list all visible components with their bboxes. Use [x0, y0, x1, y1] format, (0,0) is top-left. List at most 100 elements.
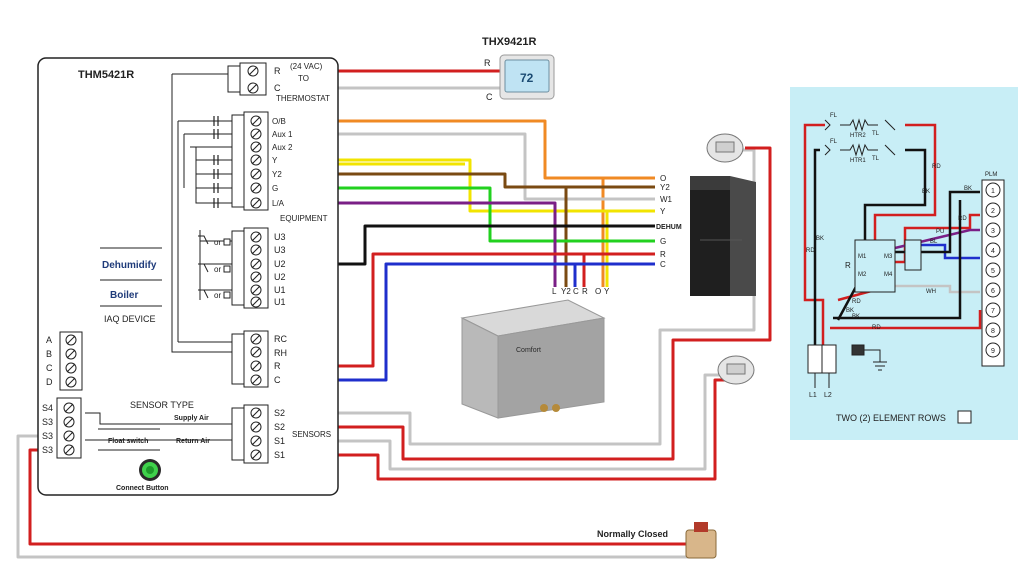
- handler-terminal-w1: W1: [660, 195, 673, 204]
- screw-terminal[interactable]: [63, 416, 75, 428]
- plm-pin[interactable]: 3: [985, 222, 1001, 238]
- terminal-label-g: G: [272, 184, 278, 193]
- dehumidifier-terminal-c: C: [573, 287, 579, 296]
- screw-terminal[interactable]: [250, 128, 262, 140]
- plm-pin[interactable]: 1: [985, 182, 1001, 198]
- sensor-right-terminal-block: S2 S2 S1 S1 SENSORS: [231, 404, 331, 464]
- screw-terminal[interactable]: [250, 421, 262, 433]
- screw-terminal[interactable]: [250, 271, 262, 283]
- wire-tag: WH: [926, 289, 936, 295]
- terminal-label-u1b: U1: [274, 297, 286, 307]
- screw-terminal[interactable]: [247, 65, 259, 77]
- wire-tag: BK: [852, 314, 860, 320]
- plm-pin[interactable]: 9: [985, 342, 1001, 358]
- screw-terminal[interactable]: [63, 444, 75, 456]
- screw-terminal[interactable]: [63, 430, 75, 442]
- line-label-l1: L1: [809, 392, 817, 399]
- relay-m3: M3: [884, 254, 893, 260]
- element-label-htr1: HTR1: [850, 158, 866, 164]
- terminal-label-s1a: S1: [274, 436, 285, 446]
- capacitor-symbols: [213, 116, 219, 208]
- sensors-label: SENSORS: [292, 430, 331, 439]
- screw-terminal[interactable]: [65, 334, 77, 346]
- screw-terminal[interactable]: [250, 154, 262, 166]
- terminal-label-s4: S4: [42, 403, 53, 413]
- screw-terminal[interactable]: [250, 346, 262, 358]
- wire-aux1-white: [268, 132, 655, 201]
- wire-tag: RD: [806, 248, 815, 254]
- plm-pin[interactable]: 6: [985, 282, 1001, 298]
- screw-terminal[interactable]: [250, 374, 262, 386]
- plm-pin-label: 4: [991, 248, 995, 255]
- screw-terminal[interactable]: [65, 348, 77, 360]
- terminal-label-ob: O/B: [272, 117, 286, 126]
- screw-terminal[interactable]: [250, 407, 262, 419]
- dehumidifier-terminal-y2: Y2: [561, 287, 571, 296]
- iaq-dehumidify-label: Dehumidify: [102, 260, 157, 271]
- screw-terminal[interactable]: [250, 244, 262, 256]
- plm-pin[interactable]: 8: [985, 322, 1001, 338]
- return-air-sensor: [717, 355, 755, 385]
- dehumidifier-terminal-o: O: [595, 287, 601, 296]
- abcd-terminal-block: A B C D: [46, 331, 83, 391]
- float-switch: Normally Closed: [597, 522, 717, 559]
- wire-tag: BK: [922, 189, 930, 195]
- wire-s1-white: [268, 373, 735, 471]
- connect-button[interactable]: [139, 459, 161, 481]
- heater-panel-footer: TWO (2) ELEMENT ROWS: [836, 413, 946, 423]
- screw-terminal[interactable]: [250, 168, 262, 180]
- or-label: or: [214, 265, 221, 274]
- thermostat-thx9421r: THX9421R R C 72: [482, 36, 555, 102]
- terminal-label-y: Y: [272, 156, 278, 165]
- or-label: or: [214, 238, 221, 247]
- terminal-label-u2a: U2: [274, 259, 286, 269]
- terminal-label-aux1: Aux 1: [272, 130, 293, 139]
- wire-tag: BK: [846, 308, 854, 314]
- plm-pin-label: 3: [991, 228, 995, 235]
- screw-terminal[interactable]: [250, 360, 262, 372]
- screw-terminal[interactable]: [65, 376, 77, 388]
- plm-pin-label: 9: [991, 348, 995, 355]
- wire-g-green: [268, 186, 655, 243]
- wire-tag: RD: [872, 325, 881, 331]
- plm-pin-label: 1: [991, 188, 995, 195]
- screw-terminal[interactable]: [65, 362, 77, 374]
- wire-ob-orange: [268, 119, 605, 287]
- u-terminal-block: U3 U3 U2 U2 U1 U1 or or or: [198, 227, 286, 309]
- plm-pin[interactable]: 7: [985, 302, 1001, 318]
- heater-panel: FL HTR2 TL FL HTR1 TL R M1 M3 M2 M4 RD B…: [790, 87, 1018, 440]
- terminal-label-r: R: [274, 66, 281, 76]
- iaq-boiler-label: Boiler: [110, 290, 138, 301]
- screw-terminal[interactable]: [63, 402, 75, 414]
- screw-terminal[interactable]: [250, 182, 262, 194]
- note-to: TO: [298, 74, 309, 83]
- screw-terminal[interactable]: [250, 449, 262, 461]
- screw-terminal[interactable]: [250, 258, 262, 270]
- plm-pin[interactable]: 5: [985, 262, 1001, 278]
- screw-terminal[interactable]: [250, 141, 262, 153]
- terminal-label-s2b: S2: [274, 422, 285, 432]
- plm-pin[interactable]: 4: [985, 242, 1001, 258]
- or-label: or: [214, 291, 221, 300]
- terminal-label-s3a: S3: [42, 417, 53, 427]
- footer-checkbox[interactable]: [957, 410, 972, 424]
- heater-panel-bg: [790, 87, 1018, 440]
- screw-terminal[interactable]: [247, 82, 259, 94]
- plm-pin[interactable]: 2: [985, 202, 1001, 218]
- controller-bus: [85, 73, 239, 441]
- element-label-tl2: TL: [872, 156, 880, 162]
- thermostat-terminal-c: C: [486, 92, 493, 102]
- screw-terminal[interactable]: [250, 197, 262, 209]
- screw-terminal[interactable]: [250, 435, 262, 447]
- dehumidifier-terminal-l: L: [552, 287, 557, 296]
- wire-tag: RD: [852, 299, 861, 305]
- wire-y-yellow: [268, 158, 655, 213]
- screw-terminal[interactable]: [250, 296, 262, 308]
- screw-terminal[interactable]: [250, 284, 262, 296]
- connect-button-label: Connect Button: [116, 485, 169, 492]
- screw-terminal[interactable]: [250, 115, 262, 127]
- element-label-fl2: FL: [830, 139, 838, 145]
- screw-terminal[interactable]: [250, 333, 262, 345]
- line-label-l2: L2: [824, 392, 832, 399]
- screw-terminal[interactable]: [250, 231, 262, 243]
